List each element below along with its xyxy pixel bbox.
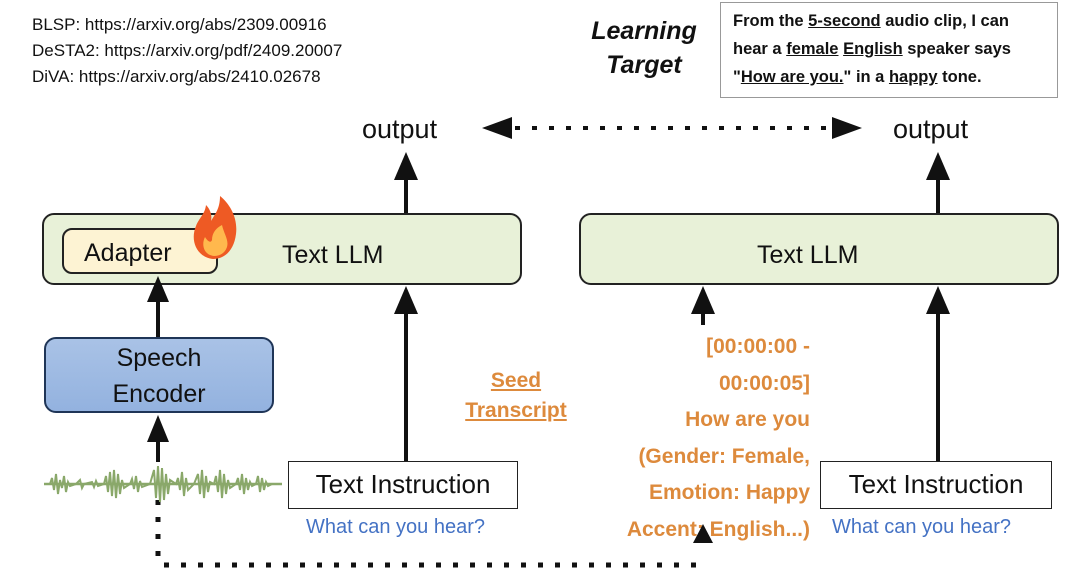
right-output-arrow — [926, 152, 950, 213]
left-instruction-arrow — [394, 286, 418, 461]
reference-diva: DiVA: https://arxiv.org/abs/2410.02678 — [32, 67, 321, 86]
speech-encoder-label-line1: Speech — [116, 344, 202, 372]
right-instruction-question: What can you hear? — [832, 516, 1011, 538]
transcript-line: Accent: English...) — [626, 517, 810, 541]
waveform-to-transcript-dotted-arrow — [155, 500, 713, 568]
waveform-to-encoder-arrow — [147, 415, 169, 462]
reference-blsp: BLSP: https://arxiv.org/abs/2309.00916 — [32, 15, 327, 34]
learning-target-keyword: 5-second — [808, 12, 881, 30]
transcript-line: [00:00:00 - — [706, 335, 810, 358]
transcript-line: (Gender: Female, — [638, 444, 810, 468]
right-llm-label: Text LLM — [757, 241, 859, 269]
right-output-label: output — [893, 114, 969, 144]
left-instruction-question: What can you hear? — [306, 516, 485, 538]
adapter-box — [62, 228, 218, 274]
learning-target-keyword: happy — [888, 68, 938, 86]
reference-list: BLSP: https://arxiv.org/abs/2309.00916 D… — [32, 12, 342, 90]
learning-target-keyword: English — [843, 40, 903, 58]
right-text-llm-box — [579, 213, 1059, 285]
learning-target-text: audio clip, I can hear a — [733, 12, 1009, 58]
reference-desta2: DeSTA2: https://arxiv.org/pdf/2409.20007 — [32, 41, 343, 60]
learning-target-text: speaker says " — [733, 40, 1011, 86]
learning-target-text: From the — [733, 12, 809, 30]
adapter-label: Adapter — [84, 239, 172, 267]
output-comparison-arrow — [482, 117, 862, 139]
seed-transcript-text: [00:00:00 - 00:00:05] How are you (Gende… — [588, 329, 810, 548]
seed-transcript-label: Seed Transcript — [465, 369, 567, 422]
learning-target-keyword: How are you. — [740, 68, 844, 86]
left-llm-label: Text LLM — [282, 241, 384, 269]
audio-waveform-icon — [44, 465, 282, 503]
left-text-instruction-box: Text Instruction — [288, 461, 518, 509]
encoder-to-adapter-arrow — [147, 276, 169, 337]
transcript-line: How are you — [685, 408, 810, 431]
right-instruction-arrow — [926, 286, 950, 461]
left-output-arrow — [394, 152, 418, 213]
transcript-to-llm-arrow — [691, 286, 715, 325]
speech-encoder-label-line2: Encoder — [112, 380, 206, 408]
fire-icon — [193, 196, 237, 259]
learning-target-text: " in a — [843, 68, 889, 86]
speech-encoder-box — [44, 337, 274, 413]
left-output-label: output — [362, 114, 438, 144]
right-text-instruction-box: Text Instruction — [820, 461, 1052, 509]
transcript-line: 00:00:05] — [718, 371, 810, 395]
learning-target-title: Learning Target — [591, 17, 697, 79]
transcript-line: Emotion: Happy — [649, 481, 810, 504]
learning-target-box: From the 5-second audio clip, I can hear… — [720, 2, 1058, 98]
learning-target-keyword: female — [786, 40, 839, 58]
learning-target-text: tone. — [937, 68, 982, 86]
